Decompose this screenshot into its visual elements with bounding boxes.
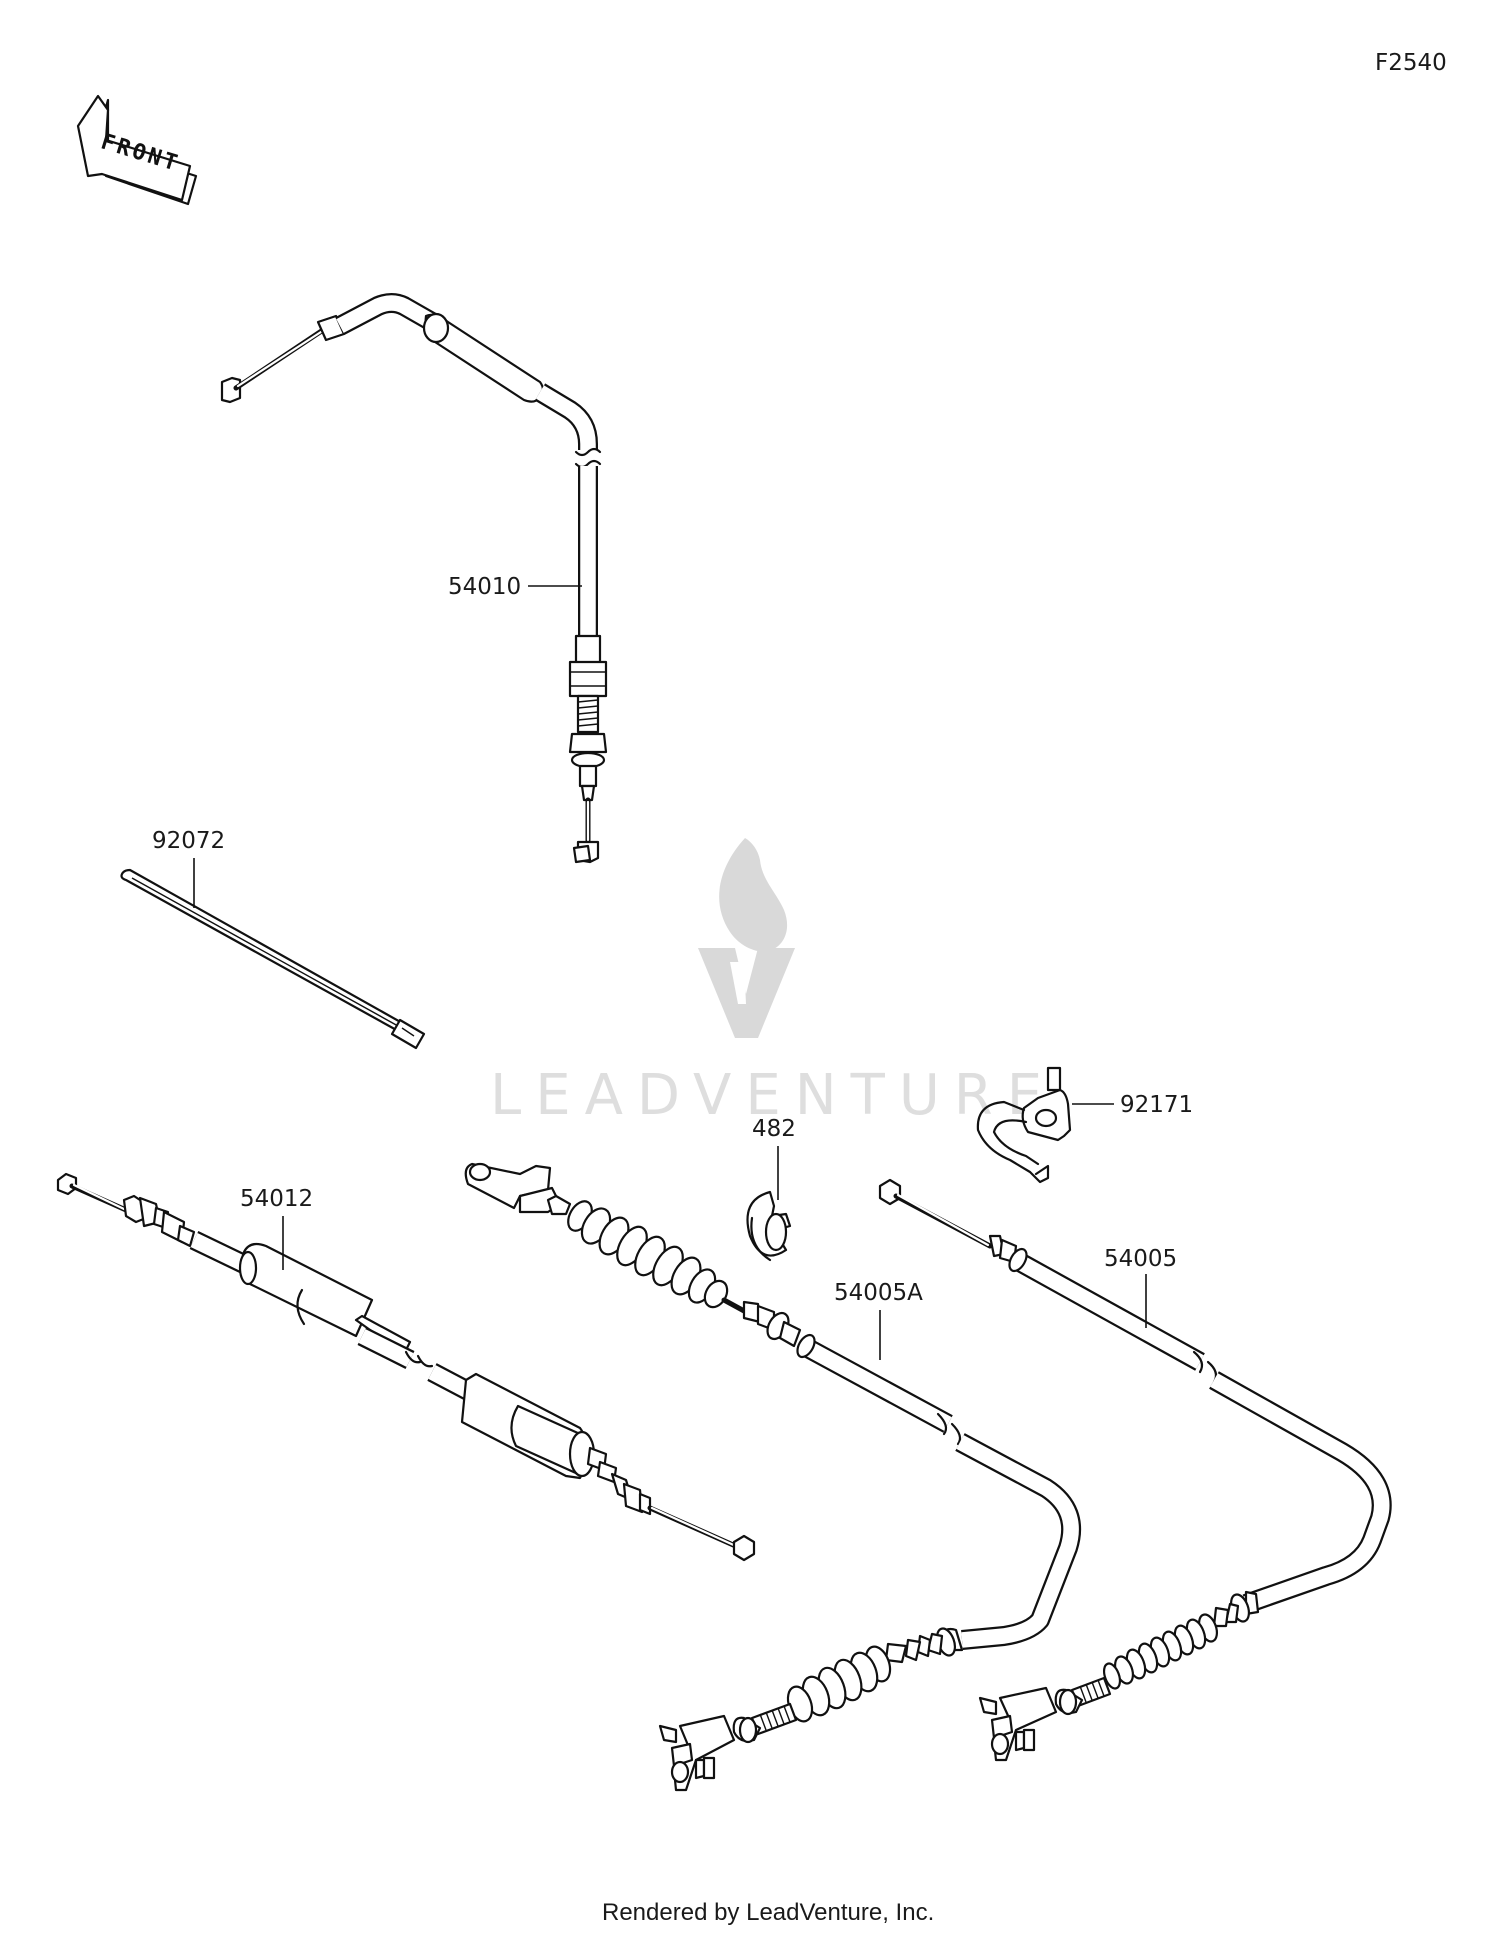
part-54005-boot (1102, 1613, 1219, 1690)
part-92171-clamp (976, 1066, 1072, 1184)
part-label-482: 482 (752, 1116, 796, 1142)
part-label-54005: 54005 (1104, 1246, 1177, 1272)
part-label-54010: 54010 (448, 574, 521, 600)
part-label-54005a: 54005A (834, 1280, 923, 1306)
part-92072-cable-tie (120, 868, 426, 1050)
watermark-logo (698, 838, 795, 1038)
part-54012-cable (56, 1172, 756, 1562)
part-54010-throttle-cable (220, 293, 608, 864)
footer-credit: Rendered by LeadVenture, Inc. (602, 1899, 934, 1926)
part-482-e-clip (746, 1190, 792, 1262)
front-arrow-icon: FRONT (76, 94, 198, 206)
part-54005-brake-cable (878, 1178, 1392, 1762)
part-54005a-boot-lower (786, 1645, 892, 1723)
part-54010-thread (576, 694, 600, 734)
part-54005a-boot-upper (567, 1200, 729, 1309)
part-label-92171: 92171 (1120, 1092, 1193, 1118)
watermark-text: LEADVENTURE (490, 1063, 1056, 1128)
diagram-code: F2540 (1375, 50, 1447, 76)
part-54005a-brake-cable (464, 1162, 1082, 1792)
part-label-54012: 54012 (240, 1186, 313, 1212)
part-label-92072: 92072 (152, 828, 225, 854)
